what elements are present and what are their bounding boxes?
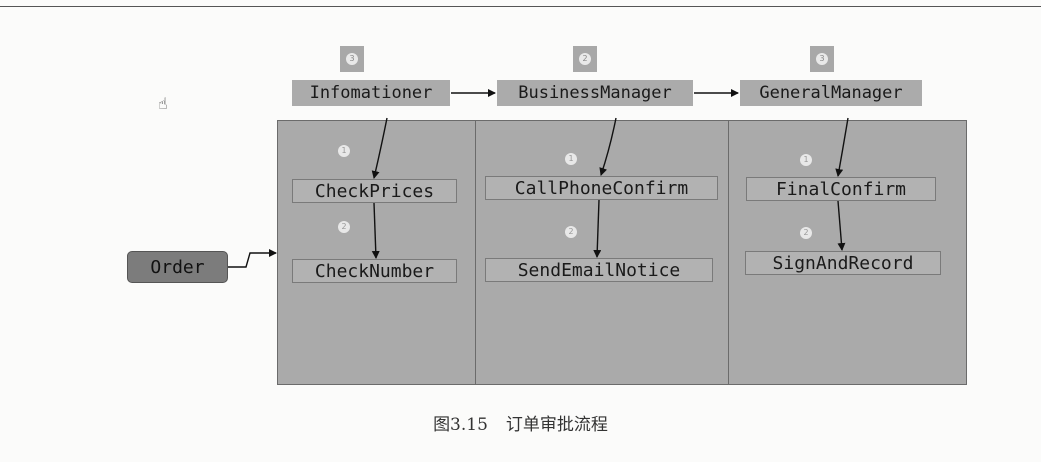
lane-business-manager: [475, 120, 729, 385]
role-number-badge: 3: [340, 46, 364, 72]
step-number-dot: 1: [800, 154, 812, 166]
caption-figure-number: 图3.15: [433, 415, 488, 435]
hand-cursor-icon: ☝: [158, 94, 168, 113]
step-number-dot: 2: [565, 226, 577, 238]
step-number-dot: 1: [565, 153, 577, 165]
role-general-manager: GeneralManager: [740, 80, 922, 106]
role-infomationer: Infomationer: [292, 80, 450, 106]
role-number: 3: [816, 53, 828, 65]
figure-caption: 图3.15 订单审批流程: [0, 410, 1041, 435]
role-business-manager: BusinessManager: [497, 80, 693, 106]
role-number: 3: [346, 53, 358, 65]
step-number-dot: 1: [338, 145, 350, 157]
step-check-number: CheckNumber: [292, 259, 457, 283]
role-number-badge: 3: [810, 46, 834, 72]
role-number: 2: [579, 53, 591, 65]
step-call-phone-confirm: CallPhoneConfirm: [485, 176, 718, 200]
step-check-prices: CheckPrices: [292, 179, 457, 203]
top-rule: [0, 6, 1041, 7]
role-number-badge: 2: [573, 46, 597, 72]
order-node: Order: [127, 251, 228, 283]
caption-title: 订单审批流程: [505, 415, 608, 435]
step-number-dot: 2: [800, 227, 812, 239]
step-sign-and-record: SignAndRecord: [745, 251, 941, 275]
step-send-email-notice: SendEmailNotice: [485, 258, 713, 282]
step-number-dot: 2: [338, 221, 350, 233]
step-final-confirm: FinalConfirm: [746, 177, 936, 201]
